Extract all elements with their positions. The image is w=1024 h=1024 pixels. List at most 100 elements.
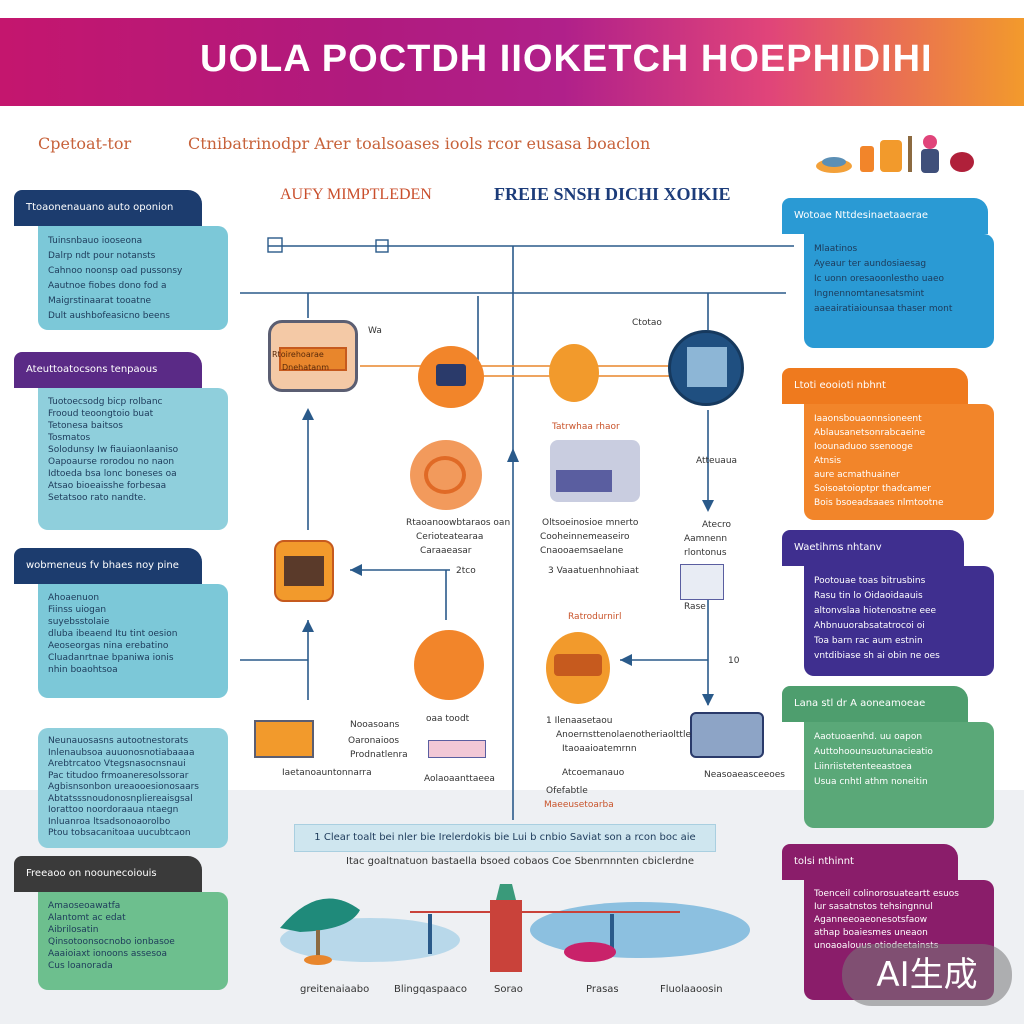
page-title: UOLA POCTDH IIOKETCH HOEPHIDIHI [200, 38, 933, 80]
node-caption: Dnehatanm [282, 363, 330, 372]
left-panel-2: Ateuttoatocsons tenpaous Tuotoecsodg bic… [14, 352, 228, 530]
panel-line: Oapoaurse rorodou no naon [48, 457, 175, 467]
node-caption: Rtaoanoowbtaraos oan [406, 518, 511, 528]
panel-line: Cahnoo noonsp oad pussonsy [48, 266, 183, 276]
section-title-left: AUFY MIMPTLEDEN [280, 186, 432, 203]
right-panel-3: Waetihms nhtanv Pootouae toas bitrusbins… [782, 530, 994, 676]
barcode-icon [680, 564, 724, 600]
right-panel-1-body: Mlaatinos Ayeaur ter aundosiaesag Ic uon… [804, 234, 994, 348]
carpet-icon [414, 630, 484, 700]
panel-line: athap boaiesmes uneaon [814, 928, 928, 938]
node-caption: Iaetanoauntonnarra [282, 768, 372, 778]
ruler-icon [428, 740, 486, 758]
node-caption: oaa toodt [426, 714, 470, 724]
node-caption: Anoernsttenolaenotheriaolttle [556, 730, 691, 740]
right-panel-3-tab: Waetihms nhtanv [782, 530, 964, 566]
bottom-label: Sorao [494, 984, 523, 995]
node-caption: Aolaoaanttaeea [424, 774, 495, 784]
node-caption: Atecro [702, 520, 732, 530]
panel-line: Auttohoounsuotunacieatio [814, 747, 933, 757]
left-panel-5: Freeaoo on noounecoiouis Amaoseoawatfa A… [14, 856, 228, 990]
node-caption: 2tco [456, 566, 476, 576]
node-caption: Oltsoeinosioe mnerto [542, 518, 639, 528]
panel-line: Frooud teoongtoio buat [48, 409, 154, 419]
panel-line: Ioounaduoo ssenooge [814, 442, 913, 452]
panel-line: Setatsoo rato nandte. [48, 493, 147, 503]
panel-line: nhin boaohtsoa [48, 665, 118, 675]
node-tag: Wa [368, 326, 382, 336]
panel-line: Alantomt ac edat [48, 913, 126, 923]
node-tag: Ctotao [632, 318, 662, 328]
panel-line: aaeairatiaiounsaa thaser mont [814, 304, 953, 314]
section-title-right: FREIE SNSH DICHI XOIKIE [494, 184, 731, 204]
panel-line: Aaotuoaenhd. uu oapon [814, 732, 923, 742]
panel-line: Tetonesa baitsos [48, 421, 123, 431]
panel-line: Toa barn rac aum estnin [814, 636, 923, 646]
panel-line: Cluadanrtnae bpaniwa ionis [48, 653, 174, 663]
node-caption: Prodnatlenra [350, 750, 408, 760]
node-caption: Cerioteatearaa [416, 532, 484, 542]
node-caption: Tatrwhaa rhaor [552, 422, 620, 432]
panel-line: Inluanroa ltsadsonoaorolbo [48, 816, 171, 827]
panel-line: Maigrstinaarat tooatne [48, 296, 152, 306]
right-panel-4-tab: Lana stl dr A aoneamoeae [782, 686, 968, 722]
panel-line: Tuotoecsodg bicp rolbanc [48, 397, 163, 407]
node-caption: Oaronaioos [348, 736, 400, 746]
node-caption: Neasoaeasceeoes [704, 770, 785, 780]
node-caption: Itaoaaioatemrnn [562, 744, 637, 754]
node-caption: Rtoirehoarae [272, 350, 324, 359]
left-panel-4: Neunauosasns autootnestorats Inlenaubsoa… [38, 728, 228, 848]
panel-line: Atnsis [814, 456, 842, 466]
panel-line: Iur sasatnstos tehsingnnul [814, 902, 933, 912]
ai-generated-badge: AI生成 [842, 944, 1012, 1006]
node-caption: Maeeusetoarba [544, 800, 614, 810]
panel-line: Solodunsy Iw fiauiaonlaaniso [48, 445, 179, 455]
node-caption: Cnaooaemsaelane [540, 546, 624, 556]
panel-line: Ablausanetsonrabcaeine [814, 428, 926, 438]
summary-box: 1 Clear toalt bei nler bie Irelerdokis b… [294, 824, 716, 852]
subtitle-right: Ctnibatrinodpr Arer toalsoases iools rco… [188, 134, 651, 153]
left-panel-1-tab: Ttoaonenauano auto oponion [14, 190, 202, 226]
node-caption: Atcoemanauo [562, 768, 625, 778]
panel-line: Abtatsssnoudonosnpliereaisgsal [48, 793, 193, 804]
panel-line: Ayeaur ter aundosiaesag [814, 259, 927, 269]
panel-line: Ptou tobsacanitoaa uucubtcaon [48, 828, 191, 838]
panel-line: Iaaonsbouaonnsioneent [814, 414, 922, 424]
panel-line: Soisoatoioptpr thadcamer [814, 484, 931, 494]
panel-line: Usua cnhtl athm noneitin [814, 777, 928, 787]
panel-line: Bois bsoeadsaaes nlmtootne [814, 498, 944, 508]
panel-line: Dalrp ndt pour notansts [48, 251, 156, 261]
left-panel-3-body: Ahoaenuon Fiinss uiogan suyebsstolaie dl… [38, 584, 228, 698]
right-panel-2-body: Iaaonsbouaonnsioneent Ablausanetsonrabca… [804, 404, 994, 520]
node-caption: Aamnenn [684, 534, 728, 544]
right-panel-4-body: Aaotuoaenhd. uu oapon Auttohoounsuotunac… [804, 722, 994, 828]
spool-icon [410, 440, 482, 510]
bottom-label: greitenaiaabo [300, 984, 370, 995]
panel-line: Idtoeda bsa lonc boneses oa [48, 469, 177, 479]
right-panel-1: Wotoae Nttdesinaetaaerae Mlaatinos Ayeau… [782, 198, 994, 350]
panel-line: Tosmatos [48, 433, 91, 443]
left-panel-3: wobmeneus fv bhaes noy pine Ahoaenuon Fi… [14, 548, 228, 698]
panel-line: vntdibiase sh ai obin ne oes [814, 651, 940, 661]
panel-line: Ic uonn oresaoonlestho uaeo [814, 274, 944, 284]
panel-line: Qinsotoonsocnobo ionbasoe [48, 937, 175, 947]
panel-line: Ahoaenuon [48, 593, 100, 603]
bottom-label: Prasas [586, 984, 619, 995]
left-panel-3-tab: wobmeneus fv bhaes noy pine [14, 548, 202, 584]
bottom-label: Blingqaspaaco [394, 984, 468, 995]
sack-icon [546, 632, 610, 704]
calculator-icon [274, 540, 334, 602]
panel-line: Agbisnsonbon ureaooesionosaars [48, 782, 199, 792]
panel-line: Fiinss uiogan [48, 605, 107, 615]
left-panel-5-body: Amaoseoawatfa Alantomt ac edat Aibrilosa… [38, 892, 228, 990]
panel-line: dluba ibeaend Itu tint oesion [48, 629, 178, 639]
factory-icon [550, 440, 640, 502]
panel-line: Dult aushbofeasicno beens [48, 311, 170, 321]
right-panel-3-body: Pootouae toas bitrusbins Rasu tin lo Oid… [804, 566, 994, 676]
right-panel-1-tab: Wotoae Nttdesinaetaaerae [782, 198, 988, 234]
header-banner [0, 18, 1024, 106]
crate-icon [254, 720, 314, 758]
panel-line: Tuinsnbauo iooseona [48, 236, 143, 246]
right-panel-2: Ltoti eooioti nbhnt Iaaonsbouaonnsioneen… [782, 368, 994, 520]
left-panel-5-tab: Freeaoo on noounecoiouis [14, 856, 202, 892]
